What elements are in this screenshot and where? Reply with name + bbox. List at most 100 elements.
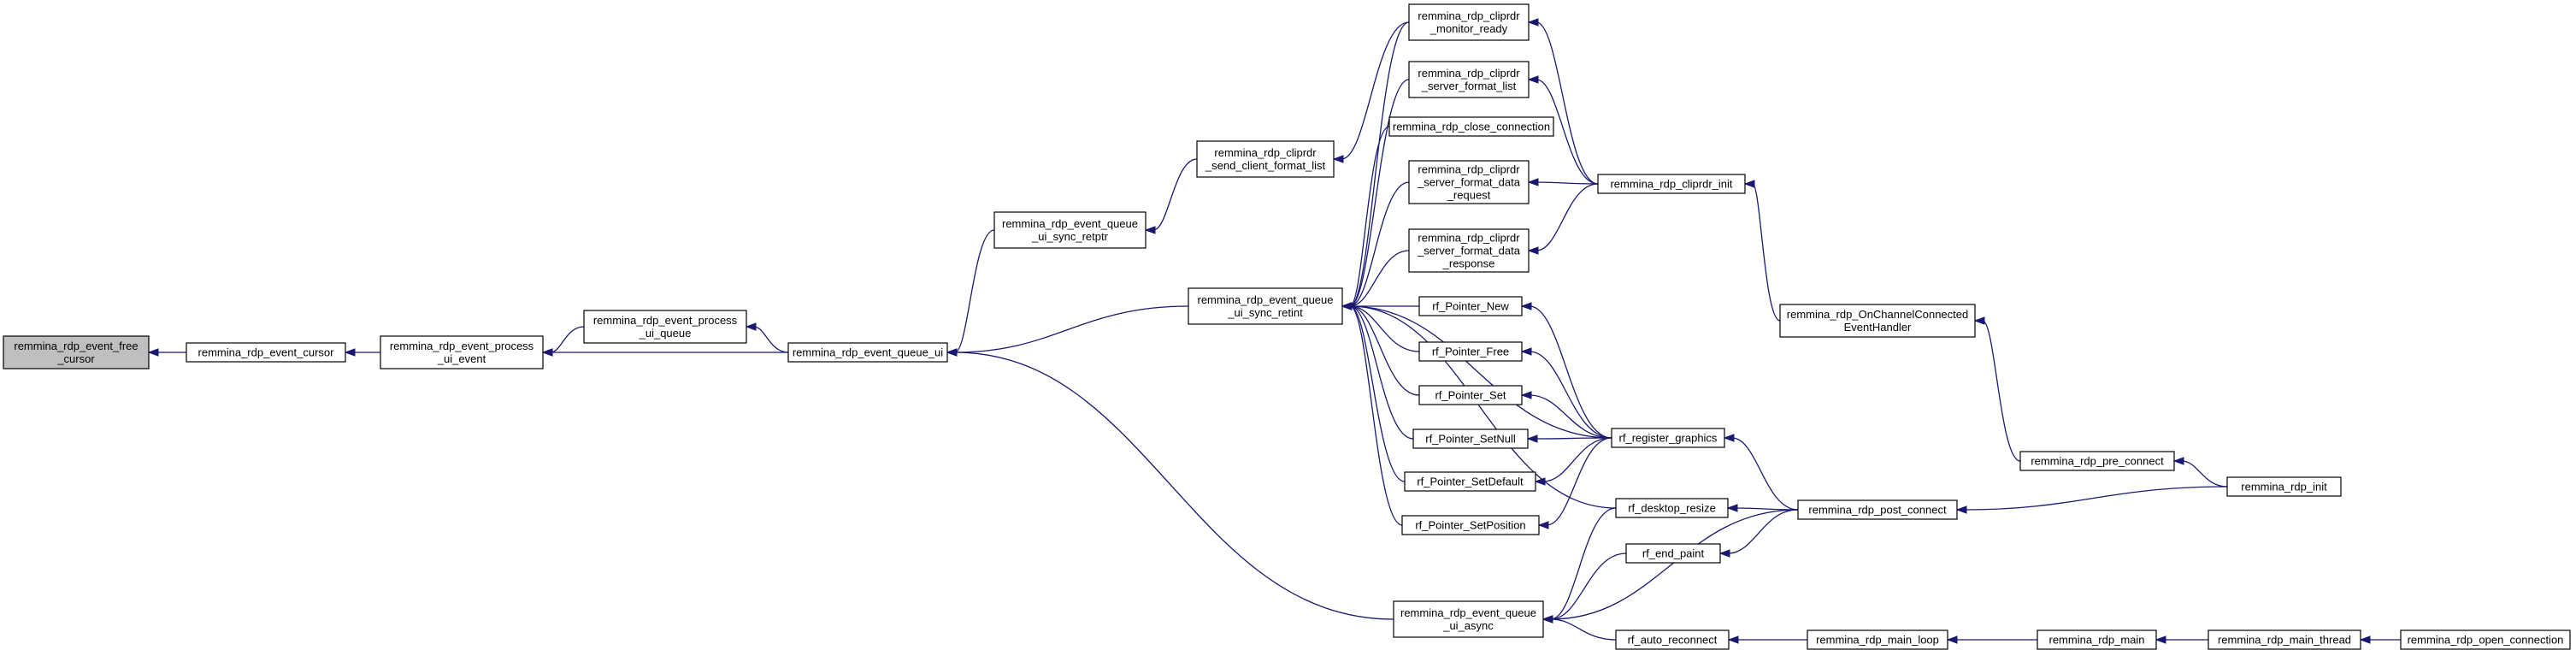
- node-box-register_graphics[interactable]: [1611, 428, 1725, 448]
- node-box-process_ui_queue[interactable]: [583, 310, 747, 344]
- node-box-main_loop[interactable]: [1807, 629, 1948, 650]
- node-box-process_ui_event[interactable]: [380, 335, 544, 369]
- node-queue_ui_async[interactable]: remmina_rdp_event_queue_ui_async: [1393, 600, 1544, 638]
- node-box-event_cursor[interactable]: [186, 342, 346, 363]
- node-pre_connect[interactable]: remmina_rdp_pre_connect: [2019, 451, 2175, 471]
- node-box-cliprdr_init[interactable]: [1597, 174, 1746, 194]
- node-box-onchannelconnected[interactable]: [1779, 304, 1976, 338]
- node-label-monitor_ready-0: remmina_rdp_cliprdr: [1418, 9, 1520, 22]
- arrowhead-sync_retptr: [1144, 226, 1156, 234]
- node-sync_retptr[interactable]: remmina_rdp_event_queue_ui_sync_retptr: [993, 211, 1147, 249]
- node-box-send_client_format_list[interactable]: [1196, 140, 1335, 178]
- arrowhead-post_connect: [1955, 505, 1967, 514]
- arrowhead-monitor_ready: [1527, 18, 1539, 27]
- edge-send_client_format_list-to-sync_retptr: [1152, 158, 1198, 231]
- edge-monitor_ready-to-send_client_format_list: [1341, 21, 1410, 160]
- node-box-main_thread[interactable]: [2208, 629, 2361, 650]
- edge-register_graphics-to-sync_retint: [1349, 305, 1612, 439]
- node-process_ui_queue[interactable]: remmina_rdp_event_process_ui_queue: [583, 310, 747, 344]
- node-box-server_format_data_response[interactable]: [1408, 228, 1530, 273]
- arrowhead-rdp_main: [2155, 635, 2166, 644]
- arrowhead-process_ui_event: [541, 348, 553, 357]
- node-main_thread[interactable]: remmina_rdp_main_thread: [2208, 629, 2361, 650]
- node-box-pointer_new[interactable]: [1418, 296, 1523, 316]
- node-monitor_ready[interactable]: remmina_rdp_cliprdr_monitor_ready: [1408, 3, 1530, 41]
- node-label-auto_reconnect-0: rf_auto_reconnect: [1628, 634, 1718, 647]
- node-box-pointer_free[interactable]: [1418, 341, 1523, 362]
- node-pointer_set[interactable]: rf_Pointer_Set: [1418, 385, 1523, 405]
- node-box-sync_retptr[interactable]: [993, 211, 1147, 249]
- node-rdp_init[interactable]: remmina_rdp_init: [2226, 476, 2342, 497]
- node-end_paint[interactable]: rf_end_paint: [1625, 543, 1721, 564]
- arrowhead-auto_reconnect: [1727, 635, 1739, 644]
- node-label-pointer_setnull-0: rf_Pointer_SetNull: [1425, 433, 1516, 446]
- edge-cliprdr_init-to-monitor_ready: [1536, 21, 1599, 185]
- node-server_format_data_response[interactable]: remmina_rdp_cliprdr_server_format_data_r…: [1408, 228, 1530, 273]
- node-send_client_format_list[interactable]: remmina_rdp_cliprdr_send_client_format_l…: [1196, 140, 1335, 178]
- edge-post_connect-to-register_graphics: [1731, 437, 1799, 511]
- node-label-event_cursor-0: remmina_rdp_event_cursor: [198, 346, 335, 359]
- node-box-pre_connect[interactable]: [2019, 451, 2175, 471]
- node-rdp_main[interactable]: remmina_rdp_main: [2037, 629, 2157, 650]
- edge-pre_connect-to-onchannelconnected: [1982, 320, 2021, 462]
- node-label-pointer_setposition-0: rf_Pointer_SetPosition: [1415, 519, 1525, 532]
- node-box-rdp_main[interactable]: [2037, 629, 2157, 650]
- node-label-pre_connect-0: remmina_rdp_pre_connect: [2031, 455, 2164, 468]
- node-box-pointer_setnull[interactable]: [1412, 428, 1529, 449]
- node-box-open_connection[interactable]: [2400, 629, 2571, 650]
- graph-nodes: remmina_rdp_event_free_cursor remmina_rdp…: [3, 3, 2571, 650]
- node-post_connect[interactable]: remmina_rdp_post_connect: [1797, 499, 1958, 520]
- arrowhead-event_cursor: [344, 348, 356, 357]
- node-register_graphics[interactable]: rf_register_graphics: [1611, 428, 1725, 448]
- node-box-sync_retint[interactable]: [1188, 287, 1343, 325]
- node-box-pointer_setdefault[interactable]: [1404, 471, 1536, 492]
- node-cliprdr_init[interactable]: remmina_rdp_cliprdr_init: [1597, 174, 1746, 194]
- node-box-end_paint[interactable]: [1625, 543, 1721, 564]
- node-free_cursor[interactable]: remmina_rdp_event_free_cursor: [3, 335, 150, 369]
- node-label-process_ui_queue-0: remmina_rdp_event_process: [593, 314, 738, 327]
- edge-pointer_setdefault-to-sync_retint: [1349, 305, 1406, 482]
- node-desktop_resize[interactable]: rf_desktop_resize: [1615, 498, 1729, 518]
- node-close_connection[interactable]: remmina_rdp_close_connection: [1388, 116, 1554, 137]
- node-box-desktop_resize[interactable]: [1615, 498, 1729, 518]
- arrowhead-pointer_setposition: [1537, 521, 1549, 529]
- node-server_format_data_request[interactable]: remmina_rdp_cliprdr_server_format_data_r…: [1408, 160, 1530, 204]
- node-label-post_connect-0: remmina_rdp_post_connect: [1808, 504, 1947, 517]
- node-main_loop[interactable]: remmina_rdp_main_loop: [1807, 629, 1948, 650]
- edge-onchannelconnected-to-cliprdr_init: [1752, 183, 1781, 322]
- edge-post_connect-to-desktop_resize: [1735, 507, 1799, 511]
- node-pointer_new[interactable]: rf_Pointer_New: [1418, 296, 1523, 316]
- node-box-rdp_init[interactable]: [2226, 476, 2342, 497]
- node-box-pointer_setposition[interactable]: [1401, 515, 1540, 535]
- arrowhead-pointer_new: [1520, 302, 1532, 310]
- node-box-server_format_data_request[interactable]: [1408, 160, 1530, 204]
- node-pointer_setdefault[interactable]: rf_Pointer_SetDefault: [1404, 471, 1536, 492]
- node-box-monitor_ready[interactable]: [1408, 3, 1530, 41]
- node-label-server_format_data_request-2: _request: [1447, 189, 1491, 202]
- node-box-close_connection[interactable]: [1388, 116, 1554, 137]
- node-box-auto_reconnect[interactable]: [1615, 629, 1730, 650]
- node-process_ui_event[interactable]: remmina_rdp_event_process_ui_event: [380, 335, 544, 369]
- node-sync_retint[interactable]: remmina_rdp_event_queue_ui_sync_retint: [1188, 287, 1343, 325]
- node-label-close_connection-0: remmina_rdp_close_connection: [1393, 121, 1550, 133]
- node-box-queue_ui[interactable]: [787, 342, 948, 363]
- node-event_cursor[interactable]: remmina_rdp_event_cursor: [186, 342, 346, 363]
- node-box-queue_ui_async[interactable]: [1393, 600, 1544, 638]
- node-box-pointer_set[interactable]: [1418, 385, 1523, 405]
- node-box-post_connect[interactable]: [1797, 499, 1958, 520]
- node-box-server_format_list[interactable]: [1408, 61, 1530, 98]
- node-box-free_cursor[interactable]: [3, 335, 150, 369]
- arrowhead-free_cursor: [147, 348, 159, 357]
- node-pointer_setposition[interactable]: rf_Pointer_SetPosition: [1401, 515, 1540, 535]
- arrowhead-queue_ui_async: [1541, 615, 1553, 623]
- node-queue_ui[interactable]: remmina_rdp_event_queue_ui: [787, 342, 948, 363]
- node-label-process_ui_event-0: remmina_rdp_event_process: [390, 340, 534, 352]
- node-server_format_list[interactable]: remmina_rdp_cliprdr_server_format_list: [1408, 61, 1530, 98]
- node-pointer_setnull[interactable]: rf_Pointer_SetNull: [1412, 428, 1529, 449]
- node-pointer_free[interactable]: rf_Pointer_Free: [1418, 341, 1523, 362]
- node-open_connection[interactable]: remmina_rdp_open_connection: [2400, 629, 2571, 650]
- node-auto_reconnect[interactable]: rf_auto_reconnect: [1615, 629, 1730, 650]
- node-onchannelconnected[interactable]: remmina_rdp_OnChannelConnectedEventHandl…: [1779, 304, 1976, 338]
- edge-end_paint-to-queue_ui_async: [1550, 553, 1627, 620]
- arrowhead-send_client_format_list: [1332, 155, 1344, 163]
